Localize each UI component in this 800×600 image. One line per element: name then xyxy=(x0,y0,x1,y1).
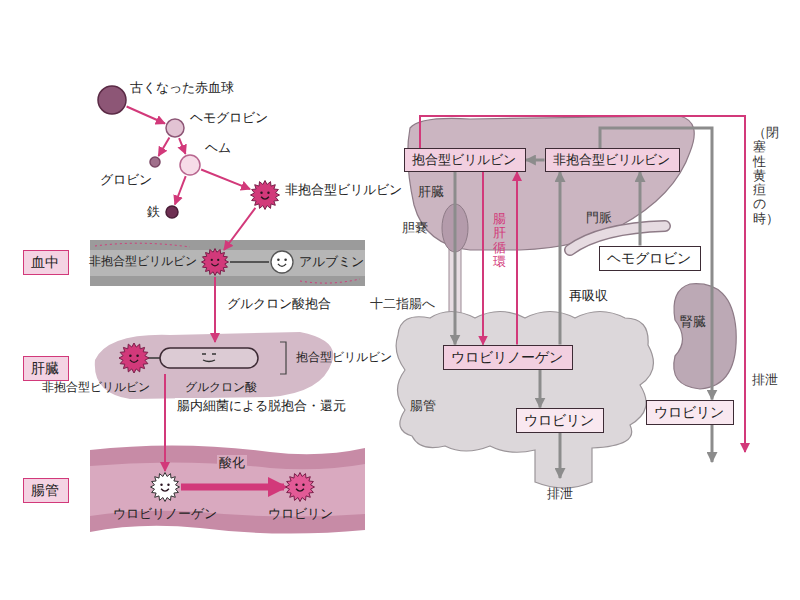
icon-shape xyxy=(97,85,127,115)
icon-label: 古くなった赤血球 xyxy=(130,80,234,96)
icon-shape xyxy=(149,156,161,168)
region-tag: 腸管 xyxy=(23,478,69,503)
icon-shape xyxy=(179,154,201,176)
part-label: 門脈 xyxy=(586,210,612,226)
icon-label: 鉄 xyxy=(147,204,160,220)
edge-label: グルクロン酸抱合 xyxy=(225,296,333,312)
edge-label: 再吸収 xyxy=(567,288,610,304)
part-label: 腎臓 xyxy=(680,314,706,330)
hemoglobin-dot: ヘモグロビン xyxy=(165,118,185,138)
connector xyxy=(230,261,269,263)
intestine xyxy=(396,312,653,489)
red-blood-cell: 古くなった赤血球 xyxy=(97,85,127,115)
vertical-label: 腸肝循環 xyxy=(493,212,506,269)
icon-label: 非抱合型ビリルビン xyxy=(42,380,150,394)
icon-shape xyxy=(150,472,180,502)
part-label: 排泄 xyxy=(752,372,778,388)
icon-shape xyxy=(201,248,229,276)
box-text: 非抱合型ビリルビン xyxy=(553,152,672,168)
process-box: 非抱合型ビリルビン xyxy=(545,148,680,172)
icon-shape xyxy=(165,205,179,219)
icon-label: ウロビリン xyxy=(268,506,333,522)
process-box: ウロビリン xyxy=(516,408,604,433)
icon-shape xyxy=(285,472,315,502)
part-label: 胆嚢 xyxy=(402,220,428,236)
flow-dots xyxy=(300,279,360,283)
box-text: ウロビリノーゲン xyxy=(451,349,565,366)
flow-dots xyxy=(95,243,190,247)
region-tag: 肝臓 xyxy=(23,356,69,381)
albumin-face: アルブミン xyxy=(270,250,294,274)
urobilinogen-star: ウロビリノーゲン xyxy=(150,472,180,502)
part-label: 排泄 xyxy=(547,486,573,502)
icon-shape xyxy=(165,118,185,138)
box-text: 抱合型ビリルビン xyxy=(412,152,518,168)
process-box: 抱合型ビリルビン xyxy=(404,148,526,172)
connector xyxy=(127,107,165,124)
gut-band xyxy=(90,445,365,533)
connector xyxy=(539,370,542,408)
edge-label: 酸化 xyxy=(217,455,247,471)
edge-label: 腸内細菌による脱抱合・還元 xyxy=(175,398,348,414)
icon-label: 非抱合型ビリルビン xyxy=(89,254,197,268)
connector xyxy=(482,172,484,345)
vertical-label: （閉塞性黄疸の時） xyxy=(753,126,766,226)
connector xyxy=(159,138,170,157)
connector xyxy=(516,172,518,345)
kidney xyxy=(674,284,736,389)
icon-label: 抱合型ビリルビン xyxy=(296,350,392,364)
box-text: ウロビリン xyxy=(654,404,726,421)
connector xyxy=(201,170,250,190)
connector xyxy=(179,138,185,154)
icon-label: グルクロン酸 xyxy=(185,380,257,394)
connector xyxy=(181,484,284,491)
box-text: ウロビリン xyxy=(524,412,596,429)
connector xyxy=(639,172,642,246)
box-text: 血中 xyxy=(31,254,61,271)
part-label: 腸管 xyxy=(410,398,436,414)
connector xyxy=(224,208,255,250)
box-text: 肝臓 xyxy=(31,360,61,377)
bilirubin-star: 非抱合型ビリルビン xyxy=(250,180,280,210)
icon-label: ヘム xyxy=(205,140,231,156)
icon-shape xyxy=(270,250,294,274)
process-box: ウロビリノーゲン xyxy=(443,345,573,370)
connector xyxy=(454,172,457,345)
connector xyxy=(526,159,545,162)
box-text: ヘモグロビン xyxy=(607,250,693,267)
icon-shape xyxy=(250,180,280,210)
iron-dot: 鉄 xyxy=(165,205,179,219)
connector xyxy=(559,172,562,345)
icon-label: 非抱合型ビリルビン xyxy=(285,182,402,198)
icon-label: ヘモグロビン xyxy=(190,110,268,126)
icon-label: グロビン xyxy=(100,172,152,188)
region-tag: 血中 xyxy=(23,250,69,275)
heme-dot: ヘム xyxy=(179,154,201,176)
process-box: ウロビリン xyxy=(646,400,734,425)
connector xyxy=(175,176,186,204)
bracket xyxy=(280,342,286,374)
connector xyxy=(214,277,216,342)
connector xyxy=(164,374,166,471)
icon-shape xyxy=(118,342,262,374)
conjugate-complex: 非抱合型ビリルビングルクロン酸抱合型ビリルビン xyxy=(118,342,262,374)
icon-label: ウロビリノーゲン xyxy=(113,506,217,522)
part-label: 肝臓 xyxy=(418,184,444,200)
part-label: 十二指腸へ xyxy=(370,296,435,312)
bilirubin-star: 非抱合型ビリルビン xyxy=(201,248,229,276)
urobilin-star: ウロビリン xyxy=(285,472,315,502)
box-text: 腸管 xyxy=(31,482,61,499)
process-box: ヘモグロビン xyxy=(599,246,701,271)
icon-label: アルブミン xyxy=(299,254,364,270)
globin-dot: グロビン xyxy=(149,156,161,168)
